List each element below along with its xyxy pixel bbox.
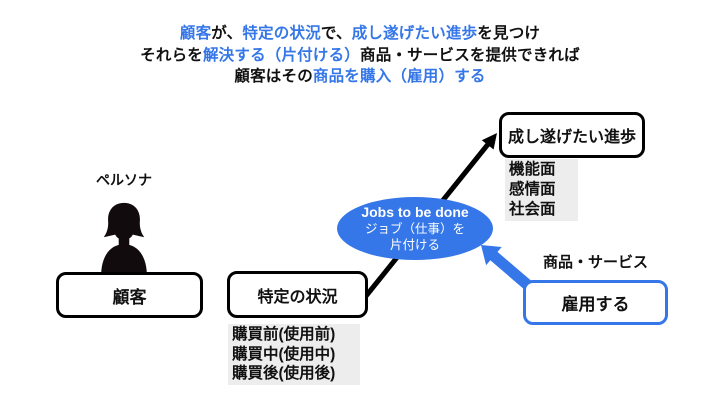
heading-segment: 商品・サービスを提供できれば: [360, 46, 580, 64]
product-service-label: 商品・サービス: [542, 254, 648, 271]
heading-segment: で、: [320, 25, 352, 42]
heading-segment: 商品を購入（雇用）する: [312, 68, 486, 85]
heading-segment: 特定の状況: [242, 25, 321, 42]
persona-label: ペルソナ: [96, 172, 152, 188]
progress-box: 成し遂げたい進歩: [499, 112, 645, 158]
jtbd-ellipse: Jobs to be done ジョブ（仕事）を 片付ける: [337, 197, 493, 260]
list-item: 購買後(使用後): [232, 365, 336, 382]
jtbd-subtitle-line: 片付ける: [389, 238, 440, 253]
heading-segment: 顧客はその: [234, 68, 313, 85]
hire-box: 雇用する: [523, 280, 668, 325]
heading-line-3: 顧客はその商品を購入（雇用）する: [0, 66, 720, 88]
list-item: 購買中(使用中): [232, 345, 336, 363]
purchase-phase-list: 購買前(使用前) 購買中(使用中) 購買後(使用後): [228, 324, 360, 385]
heading-line-2: それらを解決する（片付ける）商品・サービスを提供できれば: [0, 45, 720, 67]
customer-box: 顧客: [56, 272, 203, 318]
person-silhouette-icon: [101, 202, 147, 276]
jtbd-subtitle-line: ジョブ（仕事）を: [364, 221, 465, 236]
heading-line-1: 顧客が、特定の状況で、成し遂げたい進歩を見つけ: [0, 23, 720, 45]
progress-box-label: 成し遂げたい進歩: [507, 129, 636, 146]
heading: 顧客が、特定の状況で、成し遂げたい進歩を見つけ それらを解決する（片付ける）商品…: [0, 23, 720, 88]
heading-segment: を見つけ: [477, 25, 541, 42]
heading-segment: それらを: [140, 46, 203, 64]
jtbd-title: Jobs to be done: [361, 204, 469, 221]
list-item: 機能面: [509, 161, 556, 178]
situation-box: 特定の状況: [227, 271, 368, 318]
list-item: 感情面: [509, 181, 556, 198]
heading-segment: 成し遂げたい進歩: [351, 25, 478, 42]
customer-box-label: 顧客: [112, 287, 147, 307]
list-item: 購買前(使用前): [232, 326, 336, 343]
heading-segment: 解決する（片付ける）: [202, 46, 360, 64]
heading-segment: 顧客: [179, 25, 212, 42]
list-item: 社会面: [509, 201, 556, 218]
progress-aspect-list: 機能面 感情面 社会面: [505, 159, 578, 221]
hire-box-label: 雇用する: [561, 295, 630, 314]
heading-segment: が、: [211, 25, 243, 42]
hire-arrow: [481, 245, 534, 292]
situation-box-label: 特定の状況: [257, 288, 338, 306]
